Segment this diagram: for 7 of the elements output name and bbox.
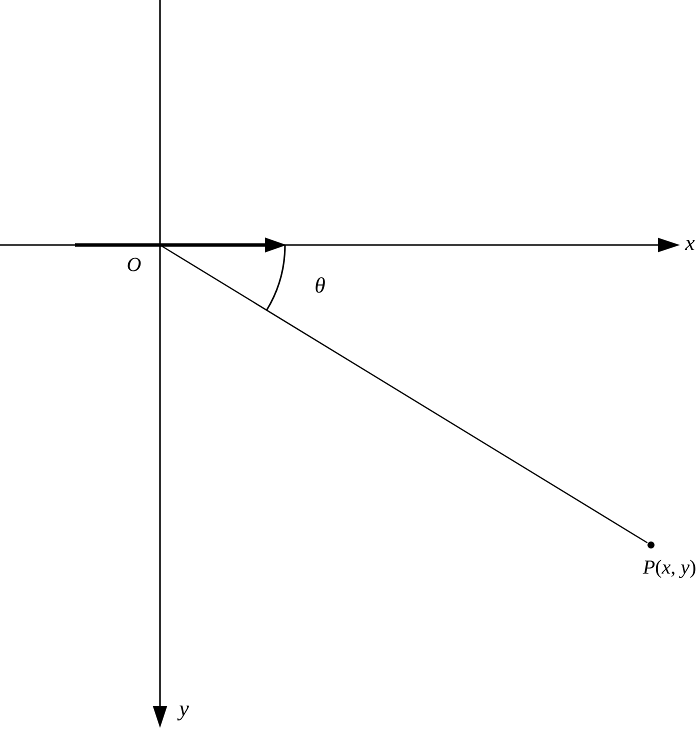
y-axis-label: y: [177, 706, 189, 720]
origin-label: O: [128, 258, 141, 272]
line: [160, 244, 648, 544]
x-axis-label: x: [684, 240, 695, 250]
point-label: P(x, y): [642, 560, 696, 578]
angle-label: θ: [316, 277, 325, 293]
point: [648, 542, 654, 548]
